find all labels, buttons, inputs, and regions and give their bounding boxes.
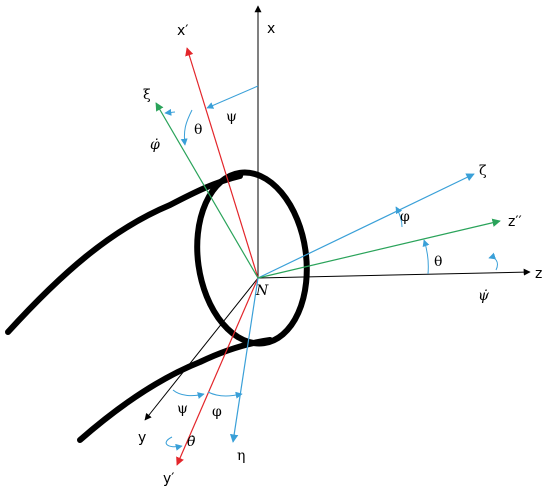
phi-bottom-arc — [207, 391, 243, 399]
label-phi-bottom: φ — [212, 404, 222, 420]
label-phi-dot: φ̇ — [150, 137, 160, 153]
label-node: N — [255, 283, 269, 299]
xi-axis — [155, 102, 259, 279]
label-psi-dot: ψ̇ — [478, 288, 490, 304]
label-theta-top: θ — [194, 122, 202, 138]
x-prime-axis — [185, 47, 259, 279]
curve-upper — [5, 173, 243, 335]
theta-top-arc — [180, 109, 193, 146]
phi-right-arc — [395, 206, 403, 228]
label-theta-dot: θ̇ — [187, 434, 196, 450]
label-z: z — [535, 266, 542, 282]
label-psi-top: ψ — [226, 109, 237, 125]
label-psi-bottom: ψ — [177, 401, 188, 417]
label-zeta: ζ — [479, 163, 487, 179]
ring-ellipse — [194, 169, 310, 347]
eta-axis — [229, 277, 259, 443]
z-double-prime-axis — [257, 218, 501, 279]
y-axis — [144, 277, 259, 421]
label-x: x — [267, 21, 275, 37]
label-phi-right: φ — [400, 209, 410, 225]
theta-dot-arc — [165, 436, 183, 451]
psi-dot-arc — [488, 252, 498, 271]
label-x-prime: x′ — [177, 23, 188, 39]
label-y-prime: y′ — [163, 471, 174, 487]
label-xi: ξ — [143, 87, 151, 103]
theta-right-arc — [422, 239, 430, 275]
curve-lower — [77, 337, 273, 443]
psi-bottom-arc — [172, 389, 205, 399]
phi-dot-arc — [164, 108, 176, 116]
psi-top-arc — [206, 85, 259, 109]
label-y: y — [138, 430, 146, 446]
label-theta-right: θ — [434, 254, 442, 270]
z-axis — [257, 268, 531, 279]
label-eta: η — [237, 448, 245, 464]
label-z-double-prime: z′′ — [508, 214, 522, 230]
y-prime-axis — [176, 277, 259, 466]
zeta-axis — [257, 173, 475, 279]
